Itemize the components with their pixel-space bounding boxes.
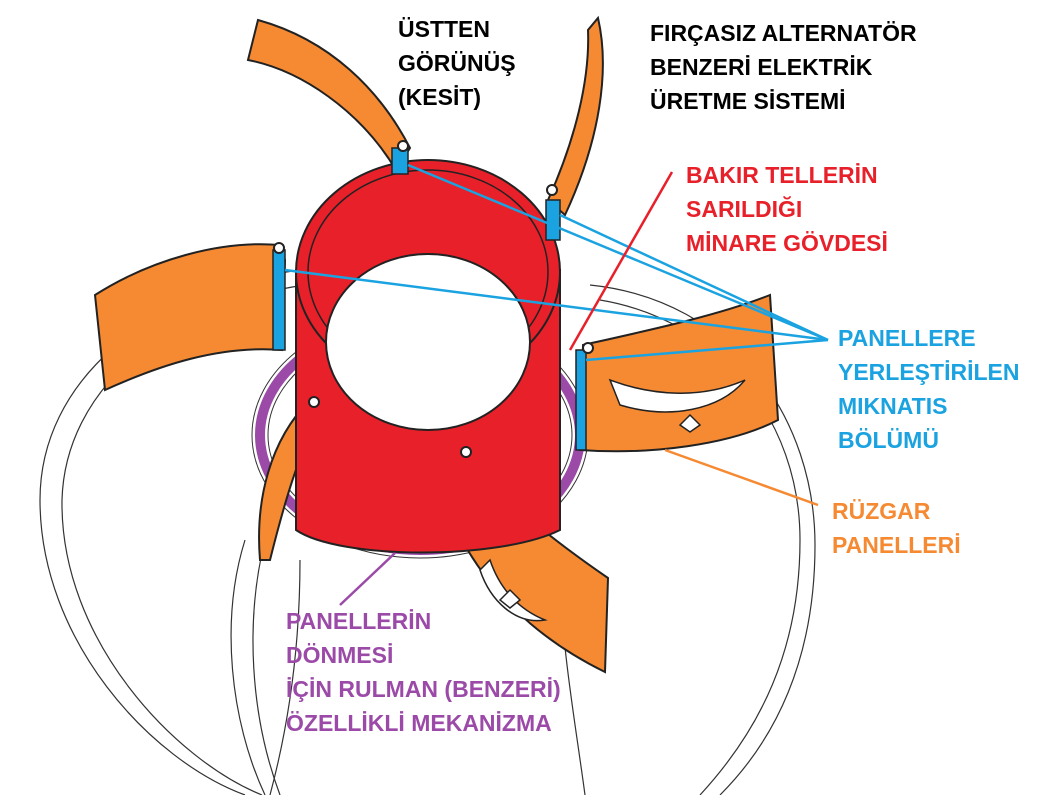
wind-panel-right [578,293,780,453]
magnet-top [391,147,409,175]
label-bearing-line-3: İÇİN RULMAN (BENZERİ) [286,676,561,702]
wind-panel-top-right [546,15,604,217]
leader-lines [284,163,829,606]
label-system-line-1: FIRÇASIZ ALTERNATÖR [650,20,917,46]
label-system: FIRÇASIZ ALTERNATÖR BENZERİ ELEKTRİK ÜRETM… [650,16,917,118]
leader-magnet-2 [559,213,829,342]
magnet-sections [272,147,587,451]
label-magnet-line-4: BÖLÜMÜ [838,427,939,453]
label-top-view: ÜSTTEN GÖRÜNÜŞ (KESİT) [398,12,516,114]
leader-magnet-4 [585,338,829,362]
tower-opening [325,253,531,431]
label-top_view-line-2: GÖRÜNÜŞ [398,50,516,76]
leader-copper [568,171,674,351]
label-bearing-line-2: DÖNMESİ [286,642,394,668]
label-magnet: PANELLERE YERLEŞTİRİLEN MIKNATIS BÖLÜMÜ [838,321,1019,457]
panel-cutouts [479,378,746,622]
label-magnet-line-2: YERLEŞTİRİLEN [838,359,1020,385]
magnet-right [575,349,587,451]
label-copper-line-1: BAKIR TELLERİN [686,162,878,188]
label-bearing-line-4: ÖZELLİKLİ MEKANİZMA [286,710,552,736]
label-system-line-3: ÜRETME SİSTEMİ [650,88,846,114]
label-wind-line-1: RÜZGAR [832,498,931,524]
wind-panels [93,15,780,674]
label-copper-line-3: MİNARE GÖVDESİ [686,230,888,256]
wind-panel-left [93,243,287,392]
label-bearing: PANELLERİN DÖNMESİ İÇİN RULMAN (BENZERİ) ÖZ… [286,604,561,740]
leader-magnet-1 [407,163,829,342]
label-top_view-line-3: (KESİT) [398,84,482,110]
label-copper: BAKIR TELLERİN SARILDIĞI MİNARE GÖVDESİ [686,158,888,260]
label-bearing-line-1: PANELLERİN [286,608,432,634]
magnet-left [272,249,286,351]
minaret-tower [295,159,561,554]
label-wind-line-2: PANELLERİ [832,532,961,558]
label-wind: RÜZGAR PANELLERİ [832,494,961,562]
magnet-top-right [545,199,561,241]
pivot-points [273,140,594,458]
label-magnet-line-3: MIKNATIS [838,393,948,419]
label-system-line-2: BENZERİ ELEKTRİK [650,54,873,80]
wind-panel-top [246,18,412,172]
label-top_view-line-1: ÜSTTEN [398,16,490,42]
leader-magnet-3 [284,268,829,342]
label-copper-line-2: SARILDIĞI [686,196,803,222]
leader-bearing [339,552,396,606]
leader-wind [664,448,819,507]
label-magnet-line-1: PANELLERE [838,325,976,351]
